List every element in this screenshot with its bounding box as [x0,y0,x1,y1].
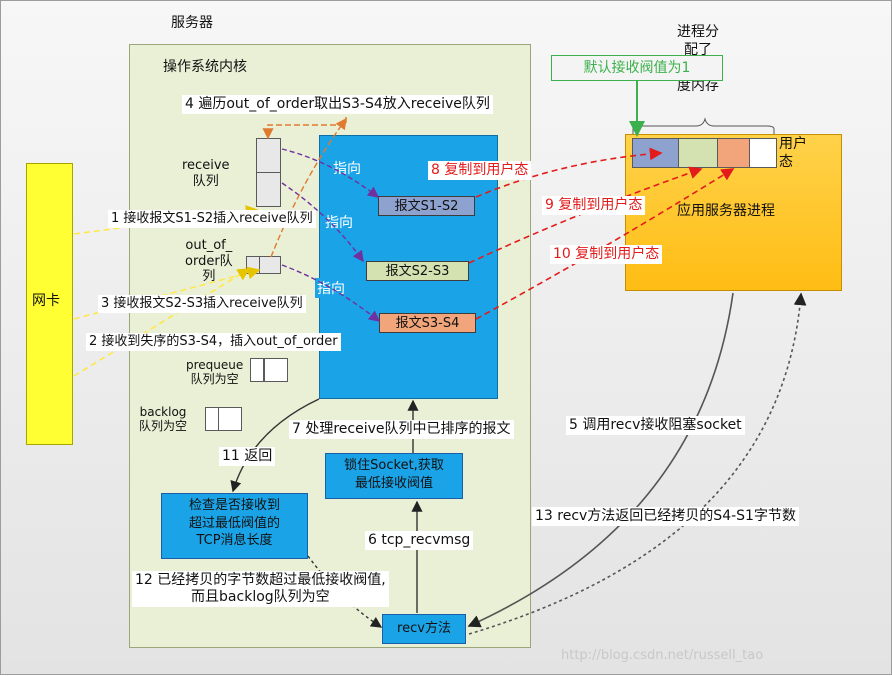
step2-label: 2 接收到失序的S3-S4，插入out_of_order [86,333,341,351]
watermark: http://blog.csdn.net/russell_tao [561,648,764,663]
nic-box [26,163,73,445]
packet-s2s3: 报文S2-S3 [366,261,469,281]
step3-label: 3 接收报文S2-S3插入receive队列 [98,295,306,313]
arrow-step13 [468,292,807,635]
server-label: 服务器 [171,15,213,31]
arrow-step10 [475,168,735,320]
arrow-step2 [73,268,251,377]
arrow-step4b [270,117,347,258]
user-buffer-cell-2 [678,138,718,168]
arrow-step8 [475,147,663,198]
recv-method-box: recv方法 [382,614,466,644]
ooo-queue-cell-2 [259,256,281,274]
arrow-step11 [230,398,320,493]
kernel-label: 操作系统内核 [163,59,247,75]
packet-s3s4: 报文S3-S4 [379,313,476,333]
step5-label: 5 调用recv接收阻塞socket [566,416,745,435]
step8-label: 8 复制到用户态 [428,161,532,180]
lock-socket-box: 锁住Socket,获取 最低接收阀值 [325,453,463,499]
receive-queue-label: receive 队列 [182,158,230,189]
app-process-title: 应用服务器进程 [677,203,775,219]
arrow-step5 [467,292,734,628]
step4-label: 4 遍历out_of_order取出S3-S4放入receive队列 [182,95,493,114]
point-label-2: 指向 [323,212,355,232]
step6-label: 6 tcp_recvmsg [365,531,474,550]
ooo-queue-label: out_of_ order队 列 [185,238,233,285]
user-buffer-cell-4 [749,138,777,168]
step1-label: 1 接收报文S1-S2插入receive队列 [108,210,316,228]
check-threshold-box: 检查是否接收到 超过最低阀值的 TCP消息长度 [161,493,308,559]
prequeue-cell-1 [250,358,264,382]
backlog-cell-2 [218,407,242,431]
prequeue-label: prequeue 队列为空 [186,358,244,387]
step13-label: 13 recv方法返回已经拷贝的S4-S1字节数 [532,507,799,526]
user-mode-label: 用户 态 [779,136,807,171]
arrow-point2 [281,182,364,263]
arrow-point3 [281,264,381,322]
point-label-1: 指向 [331,158,363,178]
arrow-step12 [307,555,383,628]
arrow-point1 [281,148,380,198]
step7-label: 7 处理receive队列中已排序的报文 [289,420,514,439]
default-threshold-box: 默认接收阀值为1 [551,55,723,81]
step11-label: 11 返回 [219,447,276,466]
step12-label: 12 已经拷贝的字节数超过最低接收阀值, 而且backlog队列为空 [132,571,389,607]
prequeue-cell-2 [264,358,288,382]
nic-label: 网卡 [32,293,60,309]
step9-label: 9 复制到用户态 [542,196,646,215]
packet-s1s2: 报文S1-S2 [378,196,475,216]
receive-queue-cell-2 [256,172,281,207]
backlog-label: backlog 队列为空 [139,405,188,434]
step10-label: 10 复制到用户态 [550,245,663,264]
